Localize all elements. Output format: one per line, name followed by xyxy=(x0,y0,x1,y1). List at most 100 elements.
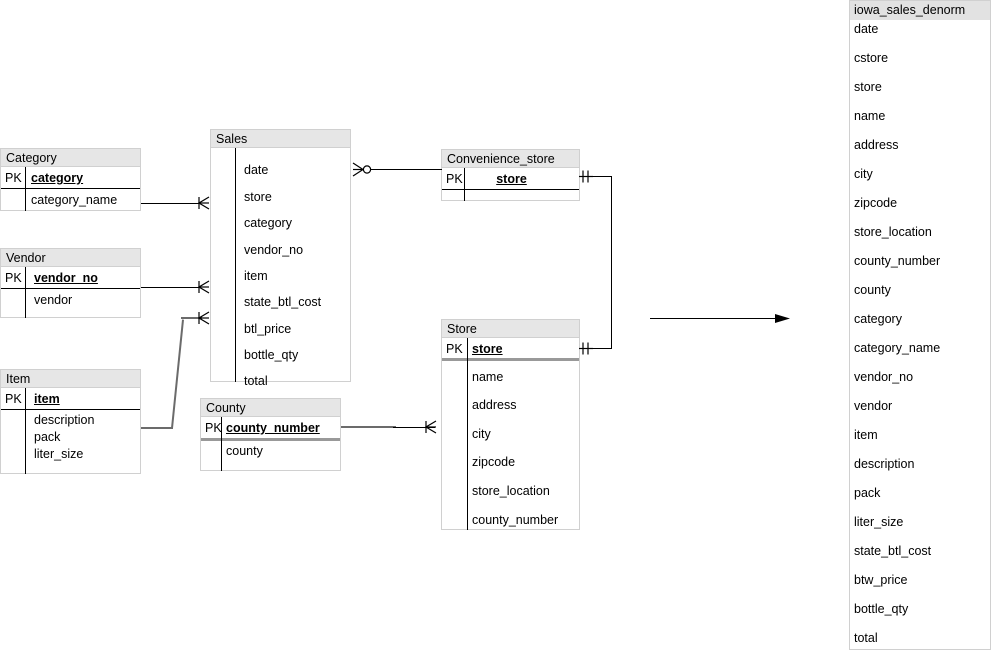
entity-divider xyxy=(464,168,465,201)
crowfoot-zero-or-many-sales-convenience-store xyxy=(352,162,372,177)
panel-column-2: store xyxy=(854,80,882,94)
attribute-category-0: category_name xyxy=(31,193,118,207)
crowfoot-many-category-sales xyxy=(198,196,210,210)
attribute-sales-4: item xyxy=(244,269,268,283)
relationship-line-item-sales-seg2 xyxy=(171,319,185,429)
panel-column-14: item xyxy=(854,428,878,442)
one-and-only-one-marker-store xyxy=(579,341,593,355)
attribute-store-3: zipcode xyxy=(472,455,516,469)
panel-column-5: city xyxy=(854,167,873,181)
panel-column-19: btw_price xyxy=(854,573,908,587)
panel-column-3: name xyxy=(854,109,886,123)
attribute-sales-6: btl_price xyxy=(244,322,292,336)
relationship-line-convenience-store-store-vertical xyxy=(611,176,612,349)
pk-field-store: store xyxy=(472,342,503,356)
attribute-sales-1: store xyxy=(244,190,272,204)
pk-row-county: PK county_number xyxy=(201,417,340,438)
pk-separator xyxy=(442,358,579,361)
denormalization-arrow-line xyxy=(650,318,783,319)
attribute-store-5: county_number xyxy=(472,513,559,527)
pk-row-item: PK item xyxy=(1,388,140,409)
entity-title-vendor: Vendor xyxy=(1,249,140,267)
entity-title-convenience-store: Convenience_store xyxy=(442,150,579,168)
relationship-line-county-store-seg2 xyxy=(393,427,435,428)
panel-column-21: total xyxy=(854,631,878,645)
panel-column-7: store_location xyxy=(854,225,932,239)
panel-title: iowa_sales_denorm xyxy=(850,1,990,20)
entity-category[interactable]: Category PK category category_name xyxy=(0,148,141,211)
panel-column-4: address xyxy=(854,138,899,152)
attribute-item-0: description xyxy=(34,413,95,427)
panel-column-10: category xyxy=(854,312,902,326)
pk-field-convenience-store: store xyxy=(496,172,527,186)
pk-separator xyxy=(442,189,579,190)
attribute-sales-0: date xyxy=(244,163,269,177)
pk-badge: PK xyxy=(205,421,222,435)
entity-item[interactable]: Item PK item description pack liter_size xyxy=(0,369,141,474)
attribute-sales-7: bottle_qty xyxy=(244,348,299,362)
panel-column-16: pack xyxy=(854,486,881,500)
relationship-line-convenience-store-store-bottom xyxy=(592,348,612,349)
pk-badge: PK xyxy=(5,171,22,185)
attribute-sales-5: state_btl_cost xyxy=(244,295,322,309)
panel-column-9: county xyxy=(854,283,891,297)
pk-field-county: county_number xyxy=(226,421,320,435)
denormalized-table-panel[interactable]: iowa_sales_denorm date cstore store name… xyxy=(849,0,991,650)
pk-separator xyxy=(1,188,140,189)
attribute-sales-8: total xyxy=(244,374,268,388)
panel-column-15: description xyxy=(854,457,915,471)
pk-badge: PK xyxy=(5,392,22,406)
panel-column-6: zipcode xyxy=(854,196,898,210)
panel-column-0: date xyxy=(854,22,879,36)
entity-divider xyxy=(25,267,26,318)
denormalization-arrow-icon xyxy=(775,311,793,331)
one-and-only-one-marker-convenience-store xyxy=(579,169,593,183)
panel-column-8: county_number xyxy=(854,254,941,268)
entity-vendor[interactable]: Vendor PK vendor_no vendor xyxy=(0,248,141,318)
crowfoot-many-vendor-sales xyxy=(198,280,210,294)
panel-column-18: state_btl_cost xyxy=(854,544,932,558)
entity-title-sales: Sales xyxy=(211,130,350,148)
entity-convenience-store[interactable]: Convenience_store PK store xyxy=(441,149,580,201)
panel-column-12: vendor_no xyxy=(854,370,914,384)
panel-column-17: liter_size xyxy=(854,515,904,529)
attribute-sales-2: category xyxy=(244,216,292,230)
panel-column-20: bottle_qty xyxy=(854,602,909,616)
pk-field-category: category xyxy=(31,171,84,185)
attribute-store-0: name xyxy=(472,370,504,384)
entity-store[interactable]: Store PK store name address city zipcode… xyxy=(441,319,580,530)
attribute-county-0: county xyxy=(226,444,263,458)
pk-separator xyxy=(201,438,340,441)
pk-badge: PK xyxy=(5,271,22,285)
pk-row-vendor: PK vendor_no xyxy=(1,267,140,288)
entity-divider xyxy=(235,148,236,382)
relationship-line-vendor-sales xyxy=(141,287,201,288)
pk-row-convenience-store: PK store xyxy=(442,168,579,189)
panel-column-1: cstore xyxy=(854,51,889,65)
relationship-line-category-sales xyxy=(141,203,201,204)
panel-column-13: vendor xyxy=(854,399,893,413)
relationship-line-county-store-seg1 xyxy=(341,426,396,428)
attribute-store-2: city xyxy=(472,427,491,441)
pk-badge: PK xyxy=(446,172,463,186)
entity-divider xyxy=(25,167,26,211)
pk-row-category: PK category xyxy=(1,167,140,188)
pk-separator xyxy=(1,288,140,289)
attribute-vendor-0: vendor xyxy=(34,293,73,307)
relationship-line-sales-convenience-store xyxy=(368,169,442,170)
attribute-store-1: address xyxy=(472,398,517,412)
attribute-item-1: pack xyxy=(34,430,61,444)
relationship-line-convenience-store-store-top xyxy=(592,176,612,177)
pk-separator xyxy=(1,409,140,410)
pk-field-vendor: vendor_no xyxy=(34,271,98,285)
attribute-sales-3: vendor_no xyxy=(244,243,304,257)
panel-column-list: date cstore store name address city zipc… xyxy=(850,20,990,650)
entity-sales[interactable]: Sales date store category vendor_no item… xyxy=(210,129,351,388)
attribute-item-2: liter_size xyxy=(34,447,84,461)
entity-county[interactable]: County PK county_number county xyxy=(200,398,341,471)
entity-divider xyxy=(25,388,26,474)
pk-field-item: item xyxy=(34,392,60,406)
pk-row-store: PK store xyxy=(442,338,579,358)
entity-divider xyxy=(467,338,468,530)
